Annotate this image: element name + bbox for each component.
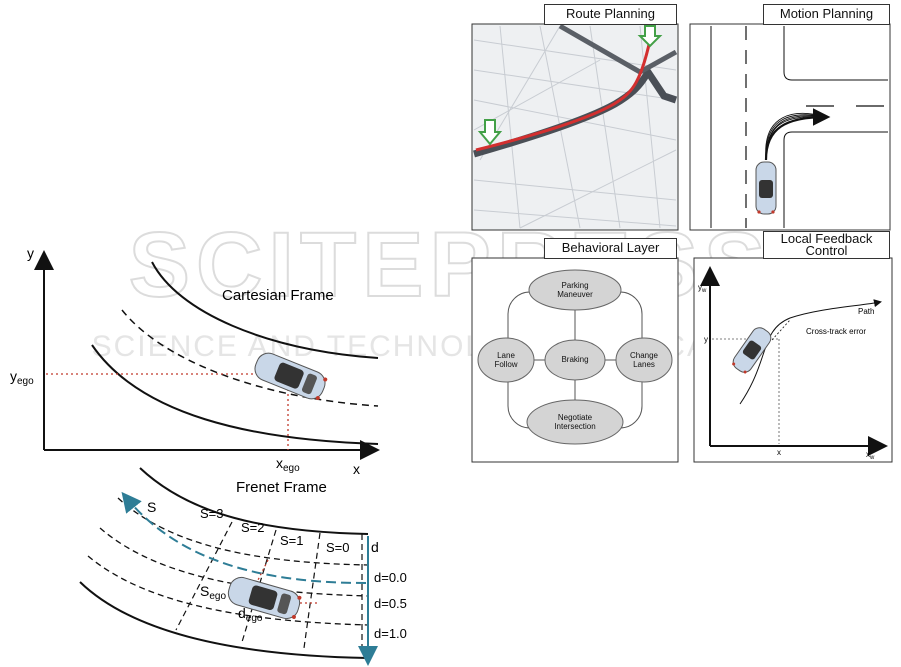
x-ego-label: xego (276, 455, 300, 474)
cartesian-car-icon (254, 352, 328, 401)
frenet-s3-label: S=3 (200, 506, 224, 521)
feedback-control-title: Local Feedback Control (763, 231, 890, 259)
feedback-cross-track-label: Cross-track error (806, 327, 866, 336)
motion-car-icon (755, 161, 777, 215)
frenet-road-edge-1 (139, 467, 369, 535)
frenet-s2-label: S=2 (241, 520, 265, 535)
frenet-s-arrow (121, 491, 367, 584)
frenet-ego-guide (249, 559, 269, 597)
route-path (475, 39, 652, 152)
state-braking-ellipse (544, 339, 606, 381)
motion-road-corner-bottom (783, 131, 888, 228)
state-change-lanes-ellipse (615, 337, 673, 383)
state-negotiate-label: Negotiate Intersection (554, 413, 596, 431)
route-start-marker-icon (477, 119, 503, 146)
route-planning-panel (471, 23, 679, 231)
state-negotiate-ellipse (526, 399, 624, 445)
cartesian-x-label: x (353, 461, 360, 477)
frenet-road-edge-2 (79, 581, 369, 659)
state-lane-follow-label: Lane Follow (494, 351, 518, 369)
state-lane-follow-ellipse (477, 337, 535, 383)
feedback-control-panel: yw xw y x Path Cross-track error (693, 257, 893, 463)
state-parking-label: Parking Maneuver (557, 281, 593, 299)
frenet-s0-label: S=0 (326, 540, 350, 555)
cartesian-center-line (121, 309, 379, 407)
motion-planning-title: Motion Planning (763, 4, 890, 25)
feedback-x-axis-label: xw (866, 450, 875, 461)
frenet-s-label: S (147, 499, 156, 515)
feedback-title-line1: Local Feedback (780, 231, 873, 246)
feedback-car-icon (732, 327, 772, 374)
route-planning-title: Route Planning (544, 4, 677, 25)
y-ego-label: yego (10, 368, 34, 387)
feedback-title-line2: Control (805, 243, 848, 258)
frenet-d-label: d (371, 539, 379, 555)
frenet-dashed-2 (99, 527, 369, 597)
motion-planning-panel (689, 23, 891, 231)
state-braking-label: Braking (561, 355, 589, 364)
state-change-lanes-label: Change Lanes (629, 351, 659, 369)
feedback-reference-path (739, 299, 882, 405)
cartesian-y-label: y (27, 245, 34, 261)
frenet-s3-line (175, 521, 233, 631)
route-end-marker-icon (637, 25, 663, 48)
frenet-dashed-3 (87, 555, 369, 626)
watermark-small: SCIENCE AND TECHNOLOGY PUBLICATIONS (92, 330, 809, 363)
frenet-d10-label: d=1.0 (374, 626, 407, 641)
cartesian-frame: y x Cartesian Frame yego xego (10, 245, 380, 477)
cartesian-title: Cartesian Frame (222, 287, 334, 304)
motion-selected-path (764, 108, 831, 161)
state-parking-ellipse (528, 269, 622, 311)
behavioral-layer-panel (471, 257, 679, 463)
behavioral-layer-title: Behavioral Layer (544, 238, 677, 259)
cartesian-inner-road-edge (91, 344, 379, 445)
d-ego-label: dego (238, 605, 263, 624)
frenet-d05-label: d=0.5 (374, 596, 407, 611)
cartesian-outer-road-edge (151, 261, 379, 359)
feedback-x-tick: x (777, 448, 781, 457)
frenet-d0-label: d=0.0 (374, 570, 407, 585)
frenet-frame: Frenet Frame S S=3 S=2 S=1 S=0 d d=0.0 d… (79, 467, 407, 666)
frenet-car-icon (227, 576, 302, 620)
frenet-title: Frenet Frame (236, 479, 327, 496)
frenet-s1-label: S=1 (280, 533, 304, 548)
feedback-path-label: Path (858, 307, 874, 316)
frenet-s1-line (303, 532, 321, 649)
motion-road-corner-top (783, 26, 888, 81)
feedback-y-tick: y (704, 335, 708, 344)
frenet-dashed-1 (117, 497, 369, 566)
s-ego-label: Sego (200, 583, 226, 602)
feedback-cross-track-line (771, 319, 791, 341)
feedback-y-axis-label: yw (698, 283, 707, 294)
